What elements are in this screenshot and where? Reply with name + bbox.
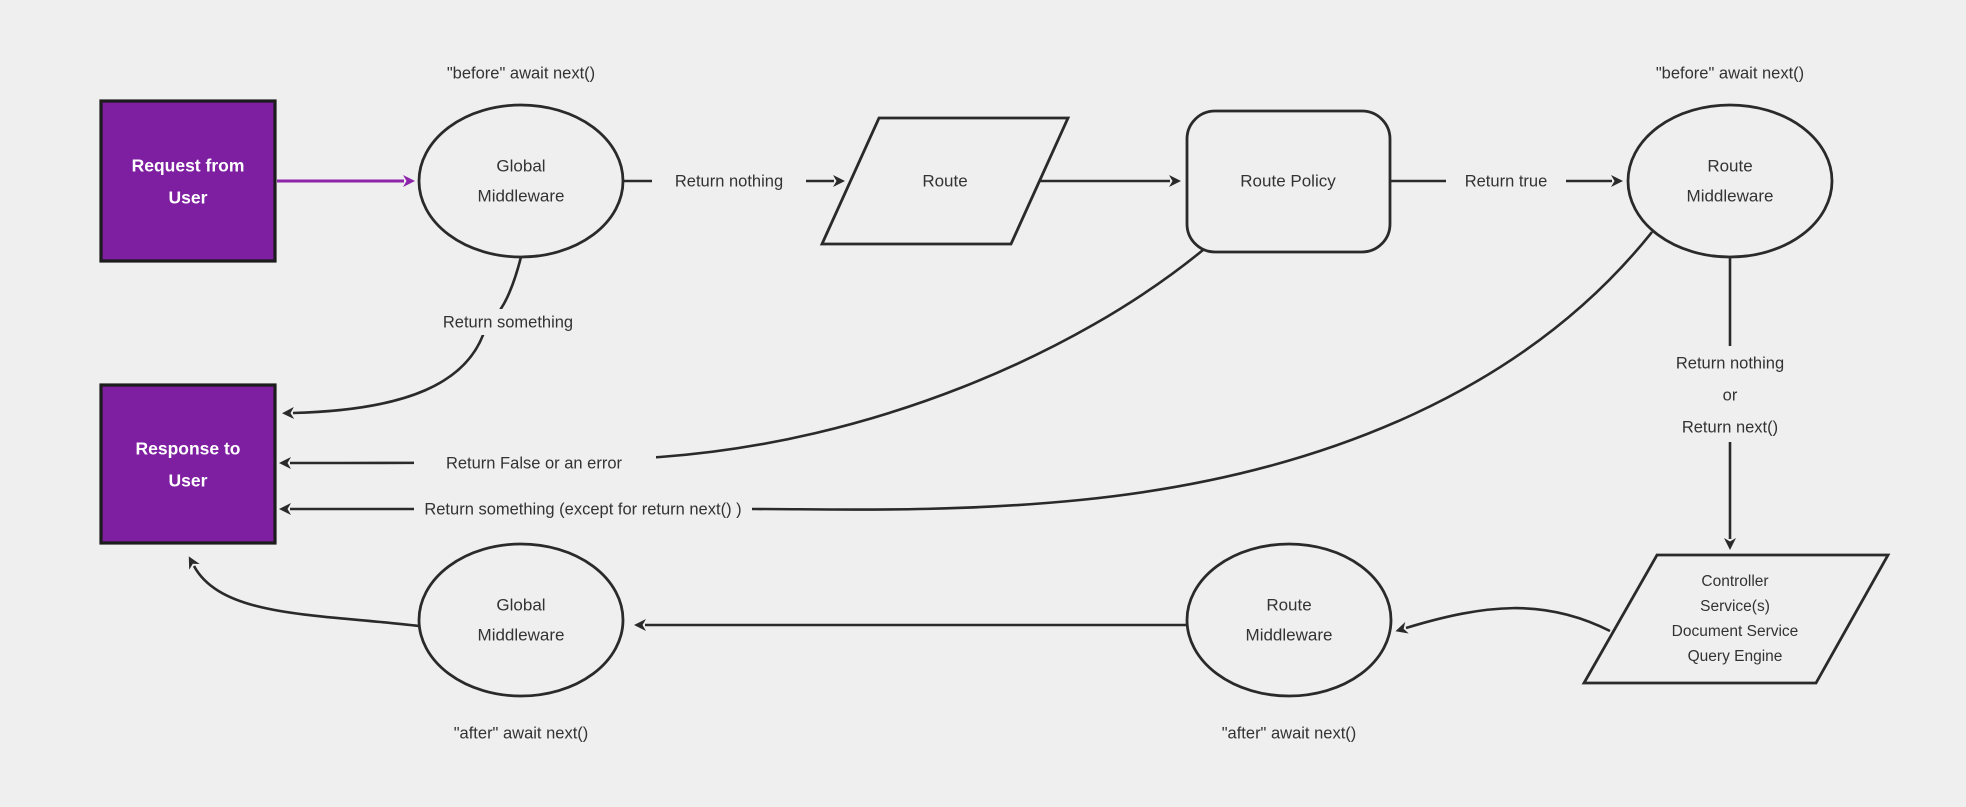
label-bg (414, 451, 656, 475)
route-policy-rect (1185, 109, 1392, 254)
request-label-line1: Request from (132, 156, 245, 176)
route-middleware-bottom-ellipse (1185, 542, 1393, 698)
return-nothing-or-line2: or (1723, 386, 1738, 404)
return-something-except-label: Return something (except for return next… (424, 500, 741, 518)
controller-line2: Service(s) (1700, 598, 1770, 615)
return-true-label: Return true (1465, 172, 1548, 190)
route-middleware-top-ellipse (1626, 103, 1834, 259)
controller-line4: Query Engine (1688, 648, 1783, 665)
response-box (99, 383, 277, 545)
node-response-to-user: Response to User (99, 383, 277, 545)
before-await-next-route-label: "before" await next() (1656, 64, 1804, 82)
global-middleware-bottom-ellipse (417, 542, 625, 698)
return-nothing-or-next-label: Return nothing or Return next() (1676, 354, 1784, 436)
edge-route-policy-return-false (279, 248, 1204, 469)
route-middleware-top-line2: Middleware (1687, 186, 1774, 205)
edge-global-middleware-return-something (282, 256, 523, 419)
after-await-next-route-label: "after" await next() (1222, 724, 1357, 742)
global-middleware-bottom-line2: Middleware (478, 625, 565, 644)
node-global-middleware-top: Global Middleware (417, 103, 625, 259)
label-bg (652, 169, 806, 193)
global-middleware-top-line1: Global (496, 156, 545, 175)
return-nothing-label: Return nothing (675, 172, 783, 190)
node-route-middleware-top: Route Middleware (1626, 103, 1834, 259)
response-label-line2: User (169, 471, 208, 491)
node-global-middleware-bottom: Global Middleware (417, 542, 625, 698)
controller-line3: Document Service (1672, 623, 1799, 640)
node-request-from-user: Request from User (99, 99, 277, 263)
controller-parallelogram (1581, 553, 1891, 685)
route-parallelogram (819, 116, 1071, 246)
route-middleware-top-line1: Route (1707, 156, 1752, 175)
edge-global-middleware-to-response (188, 556, 420, 628)
label-bg (414, 497, 752, 521)
response-label-line1: Response to (135, 439, 240, 459)
return-nothing-or-line3: Return next() (1682, 418, 1778, 436)
route-middleware-bottom-line1: Route (1266, 595, 1311, 614)
global-middleware-bottom-line1: Global (496, 595, 545, 614)
after-await-next-global-label: "after" await next() (454, 724, 589, 742)
global-middleware-top-ellipse (417, 103, 625, 259)
label-bg (1660, 346, 1800, 442)
global-middleware-top-line2: Middleware (478, 186, 565, 205)
label-bg (1446, 169, 1566, 193)
node-route-policy: Route Policy (1185, 109, 1392, 254)
edge-controller-to-route-middleware-bottom (1395, 606, 1611, 634)
node-route: Route (819, 116, 1071, 246)
request-label-line2: User (169, 188, 208, 208)
node-route-middleware-bottom: Route Middleware (1185, 542, 1393, 698)
return-nothing-or-line1: Return nothing (1676, 354, 1784, 372)
return-false-or-error-label: Return False or an error (446, 454, 623, 472)
before-await-next-global-label: "before" await next() (447, 64, 595, 82)
label-bg (432, 309, 584, 335)
route-middleware-bottom-line2: Middleware (1246, 625, 1333, 644)
route-label: Route (922, 171, 967, 190)
return-something-label: Return something (443, 313, 573, 331)
node-controller-services: Controller Service(s) Document Service Q… (1581, 553, 1891, 685)
request-box (99, 99, 277, 263)
controller-line1: Controller (1701, 573, 1768, 590)
route-policy-label: Route Policy (1240, 171, 1336, 190)
